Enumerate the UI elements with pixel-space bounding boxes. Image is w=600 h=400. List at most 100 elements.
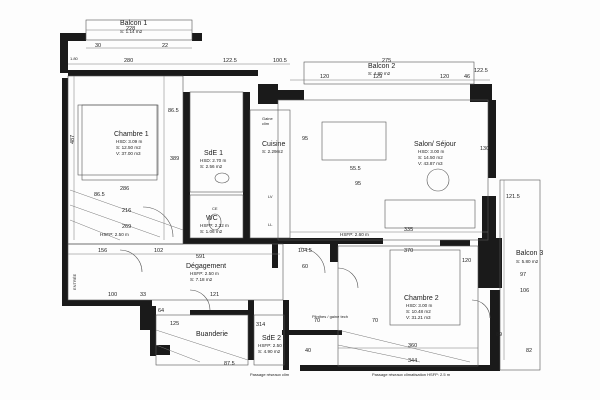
dim-mid-11: 82 xyxy=(526,348,532,354)
room-buanderie-name: Buanderie xyxy=(196,331,228,338)
dim-chambre1-1: 487 xyxy=(70,135,76,144)
room-balcon1-info-1: S: 1.14 m2 xyxy=(120,29,143,34)
dim-mid-7: 120 xyxy=(462,258,471,264)
dim-low-2: 33 xyxy=(140,292,146,298)
dim-top-3: 22 xyxy=(162,43,168,49)
room-chambre1-info-3: V: 37.00 m3 xyxy=(116,151,141,156)
annotation-ll: LL xyxy=(268,222,273,227)
dim-top-6: 100.5 xyxy=(273,58,287,64)
dim-chambre1-4: 286 xyxy=(120,186,129,192)
dim-top-8: 275 xyxy=(382,58,391,64)
room-chambre2-name: Chambre 2 xyxy=(404,295,439,302)
room-balcon1-name: Balcon 1 xyxy=(120,20,147,27)
dim-mid-2: 102 xyxy=(154,248,163,254)
room-balcon2-info-1: S: 4.80 m2 xyxy=(368,71,391,76)
annotation-ce: CE xyxy=(212,206,218,211)
annotation-gaine: Gaine xyxy=(262,116,273,121)
dim-mid-3: 591 xyxy=(196,254,205,260)
dim-top-4: 280 xyxy=(124,58,133,64)
room-salon-info-3: V: 43.87 m3 xyxy=(418,161,443,166)
room-chambre2-info-1: HSD: 3.00 m xyxy=(406,303,432,308)
dim-top-7: 120 xyxy=(320,74,329,80)
dim-low-10: 87.5 xyxy=(224,361,235,367)
dim-low-6: 344 xyxy=(408,358,417,364)
dim-mid-5: 370 xyxy=(404,248,413,254)
annotation-clim: clim xyxy=(262,121,270,126)
dim-chambre1-2: 86.5 xyxy=(168,108,179,114)
dim-salon-5: 335 xyxy=(404,227,413,233)
dim-low-9: 125 xyxy=(170,321,179,327)
room-chambre1-info-1: HSD: 3.09 m xyxy=(116,139,142,144)
dim-top-5: 122.5 xyxy=(223,58,237,64)
room-balcon3-name: Balcon 3 xyxy=(516,250,543,257)
dim-mid-10: 121.5 xyxy=(506,194,520,200)
room-chambre1-name: Chambre 1 xyxy=(114,131,149,138)
dim-mid-6: 60 xyxy=(302,264,308,270)
room-wc-info-1: HSFP: 2.32 m xyxy=(200,223,229,228)
room-chambre2-info-3: V: 31.21 m3 xyxy=(406,315,431,320)
dim-salon-2: 55.5 xyxy=(350,166,361,172)
room-wc-name: WC xyxy=(206,215,218,222)
interior-lines xyxy=(67,19,541,371)
annotation-bottom: Passage réseaux climatisation HSFP: 2.5 … xyxy=(372,372,451,377)
room-salon-info-1: HSD: 3.00 m xyxy=(418,149,444,154)
dim-top-11: 46 xyxy=(464,74,470,80)
dim-salon-4: 130 xyxy=(480,146,489,152)
room-balcon2-name: Balcon 2 xyxy=(368,63,395,70)
dim-chambre1-6: 269 xyxy=(122,224,131,230)
dim-mid-4: 104.5 xyxy=(298,248,312,254)
annotations: ENTRÉE Passage réseaux climatisation HSF… xyxy=(70,56,451,377)
dim-chambre1-7: 86.5 xyxy=(94,192,105,198)
dim-top-2: 30 xyxy=(95,43,101,49)
room-cuisine-name: Cuisine xyxy=(262,141,285,148)
dim-salon-1: 95 xyxy=(302,136,308,142)
dim-low-7: 70 xyxy=(314,318,320,324)
room-sde1-info-1: HSD: 2.70 m xyxy=(200,158,226,163)
room-sde2-name: SdE 2 xyxy=(262,335,281,342)
dim-low-3: 121 xyxy=(210,292,219,298)
annotation-lv: LV xyxy=(268,194,273,199)
dim-salon-3: 95 xyxy=(355,181,361,187)
room-labels: Balcon 1 S: 1.14 m2 Balcon 2 S: 4.80 m2 … xyxy=(114,20,543,354)
room-degagement-info-1: HSFP: 2.50 m xyxy=(190,271,219,276)
room-salon-name: Salon/ Séjour xyxy=(414,141,457,148)
dim-hsfp-salon: HSFP: 2.60 m xyxy=(340,232,369,237)
dim-low-12: 89 xyxy=(496,332,502,338)
dim-mid-9: 106 xyxy=(520,288,529,294)
dim-top-1: 228 xyxy=(126,26,135,32)
room-sde1-name: SdE 1 xyxy=(204,150,223,157)
dim-mid-1: 156 xyxy=(98,248,107,254)
dim-top-9: 129 xyxy=(373,74,382,80)
dim-low-5: 360 xyxy=(408,343,417,349)
room-sde2-info-1: HSFP: 2.50 m xyxy=(258,343,287,348)
room-degagement-info-2: S: 7.18 m2 xyxy=(190,277,213,282)
room-salon-info-2: S: 14.50 m2 xyxy=(418,155,443,160)
dim-low-1: 100 xyxy=(108,292,117,298)
room-wc-info-2: S: 1.06 m2 xyxy=(200,229,223,234)
room-sde1-info-2: S: 2.56 m2 xyxy=(200,164,223,169)
room-chambre2-info-2: S: 10.48 m2 xyxy=(406,309,431,314)
room-sde2-info-2: S: 4.90 m2 xyxy=(258,349,281,354)
dim-low-13: 40 xyxy=(305,348,311,354)
dim-chambre1-5: 216 xyxy=(122,208,131,214)
dim-top-12: 122.5 xyxy=(474,68,488,74)
exterior-walls xyxy=(60,33,502,371)
annotation-entry: ENTRÉE xyxy=(72,273,77,290)
dim-low-11: 64 xyxy=(158,308,164,314)
dim-hsfp-chambre1: HSFP: 2.50 m xyxy=(100,232,129,237)
dim-low-4: 70 xyxy=(372,318,378,324)
dim-chambre1-3: 389 xyxy=(170,156,179,162)
dim-low-8: 314 xyxy=(256,322,265,328)
room-chambre1-info-2: S: 12.50 m2 xyxy=(116,145,141,150)
dim-top-10: 120 xyxy=(440,74,449,80)
room-cuisine-info-1: S: 2.29m2 xyxy=(262,149,283,154)
dimension-lines xyxy=(68,29,505,360)
annotation-bottom-small: Passage réseaux clim xyxy=(250,372,290,377)
annotation-stack: Plinthes / gaine tech xyxy=(312,314,348,319)
dim-mid-8: 97 xyxy=(520,272,526,278)
room-balcon3-info-1: S: 5.80 m2 xyxy=(516,259,539,264)
dimension-labels: 228 30 22 280 122.5 100.5 120 275 129 12… xyxy=(70,26,532,367)
room-degagement-name: Dégagement xyxy=(186,263,226,270)
